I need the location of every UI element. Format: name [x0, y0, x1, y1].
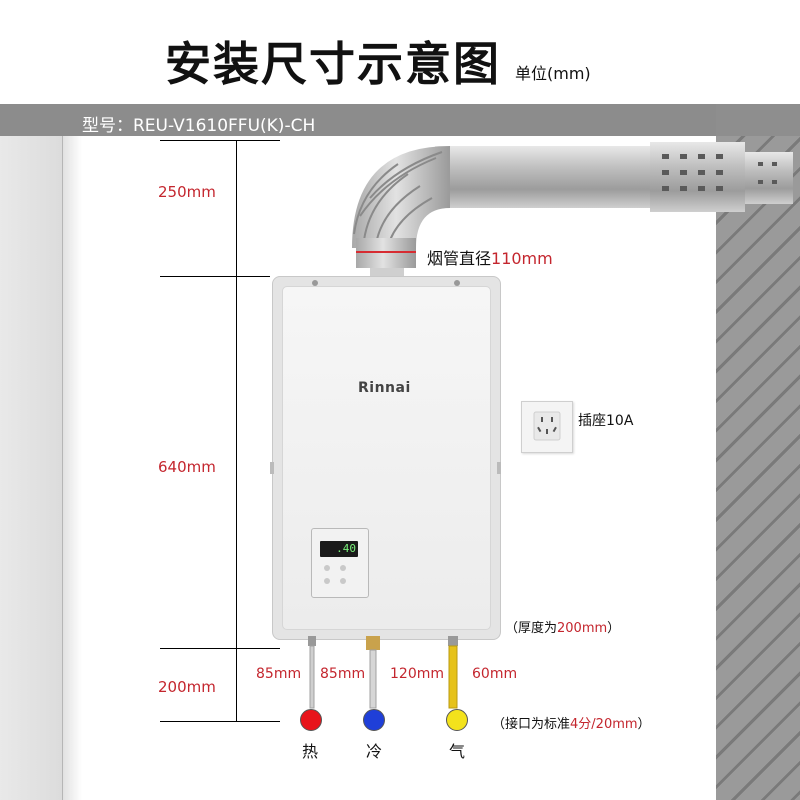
model-bar	[0, 104, 800, 136]
dim-spacing-2: 85mm	[320, 666, 366, 682]
control-button[interactable]	[340, 578, 346, 584]
thickness-note: （厚度为200mm）	[505, 617, 620, 636]
control-button[interactable]	[324, 578, 330, 584]
thickness-note-prefix: （厚度为	[505, 621, 558, 636]
wall-edge-panel	[0, 136, 63, 800]
dimension-tick-heater-top	[160, 276, 270, 277]
cold-water-label: 冷	[366, 742, 383, 761]
hot-water-label: 热	[302, 742, 319, 761]
mounting-bracket-left	[270, 462, 274, 474]
dimension-line-vertical	[236, 140, 237, 722]
dimension-tick-bottom	[160, 721, 280, 722]
pipe-diameter-label: 烟管直径110mm	[427, 245, 553, 269]
dim-spacing-1: 85mm	[256, 666, 302, 682]
screw-icon	[454, 280, 460, 286]
connector-note-prefix: （接口为标准	[492, 717, 571, 732]
connection-pipes	[308, 636, 458, 709]
unit-label: 单位(mm)	[515, 64, 591, 83]
pipe-diameter-prefix: 烟管直径	[427, 249, 492, 268]
control-button[interactable]	[324, 565, 330, 571]
power-socket-icon	[521, 401, 573, 453]
gas-connector-icon	[446, 709, 468, 731]
brand-logo: Rinnai	[358, 380, 411, 396]
control-button[interactable]	[340, 565, 346, 571]
gas-label: 气	[449, 742, 466, 761]
dimension-tick-top	[160, 140, 280, 141]
dim-spacing-4: 60mm	[472, 666, 518, 682]
page-title: 安装尺寸示意图	[165, 37, 501, 91]
connector-note-suffix: ）	[637, 717, 651, 732]
pipe-diameter-value: 110mm	[491, 249, 553, 268]
dim-spacing-3: 120mm	[390, 666, 444, 682]
wall-edge-shadow	[62, 136, 82, 800]
thickness-note-suffix: ）	[607, 621, 621, 636]
control-panel	[311, 528, 369, 598]
cold-water-connector-icon	[363, 709, 385, 731]
dim-top-clearance: 250mm	[158, 183, 216, 201]
hot-water-connector-icon	[300, 709, 322, 731]
flue-pipe	[352, 142, 793, 282]
dimension-tick-heater-bottom	[160, 648, 280, 649]
connector-note: （接口为标准4分/20mm）	[492, 713, 651, 732]
dim-heater-height: 640mm	[158, 458, 216, 476]
exterior-wall-hatching	[716, 136, 800, 800]
screw-icon	[312, 280, 318, 286]
mounting-bracket-right	[497, 462, 501, 474]
model-number: 型号：REU-V1610FFU(K)-CH	[82, 116, 316, 136]
connector-note-value: 4分/20mm	[570, 717, 638, 732]
temperature-display: .40	[320, 541, 358, 557]
socket-label: 插座10A	[578, 413, 634, 429]
thickness-note-value: 200mm	[557, 621, 608, 636]
dim-bottom-clearance: 200mm	[158, 678, 216, 696]
